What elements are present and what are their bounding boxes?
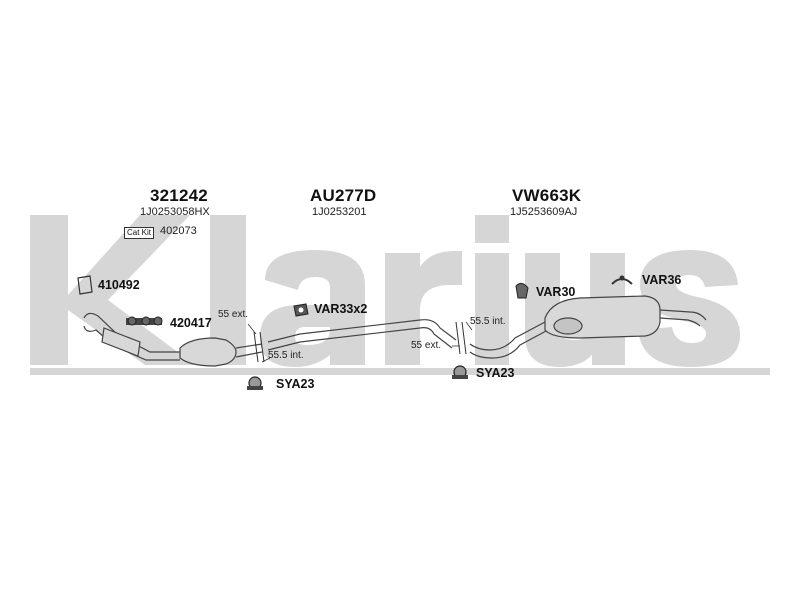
clamp-right-icon[interactable] [452,365,468,379]
hanger-rear-icon[interactable] [611,275,633,285]
part-label-clamp-left[interactable]: SYA23 [276,377,315,391]
cat-kit-badge: Cat Kit [124,227,155,239]
part-label-rubber-rear[interactable]: VAR30 [536,285,576,299]
joint-right-ext-label: 55 ext. [411,340,442,351]
part-label-mount-front[interactable]: 420417 [170,316,212,330]
front-section-catalytic-converter[interactable] [83,312,263,367]
section-2-oem-number: 1J0253201 [312,206,367,218]
joint-left-int-label: 55.5 int. [268,350,304,361]
joint-right-int-label: 55.5 int. [470,316,506,327]
part-label-hanger-rear[interactable]: VAR36 [642,273,682,287]
cat-kit-number[interactable]: 402073 [160,225,197,237]
section-2-code[interactable]: AU277D [310,186,377,205]
rubber-rear-icon[interactable] [515,282,529,299]
section-3-code[interactable]: VW663K [512,186,582,205]
clamp-left-icon[interactable] [247,376,263,390]
center-section-pipe[interactable] [267,319,457,351]
brand-watermark [30,215,770,375]
clamp-mid-icon[interactable] [293,303,309,317]
mount-front-icon[interactable] [126,316,163,326]
part-label-clamp-mid[interactable]: VAR33x2 [314,302,368,316]
section-1-oem-number: 1J0253058HX [140,206,210,218]
section-1-code[interactable]: 321242 [150,186,208,205]
part-label-clamp-right[interactable]: SYA23 [476,366,515,380]
rear-section-silencer[interactable] [469,295,707,359]
gasket-icon[interactable] [77,275,93,295]
section-3-oem-number: 1J5253609AJ [510,206,578,218]
joint-marker-left [247,323,271,363]
part-label-gasket[interactable]: 410492 [98,278,140,292]
joint-left-ext-label: 55 ext. [218,309,249,320]
joint-marker-right [452,321,473,355]
